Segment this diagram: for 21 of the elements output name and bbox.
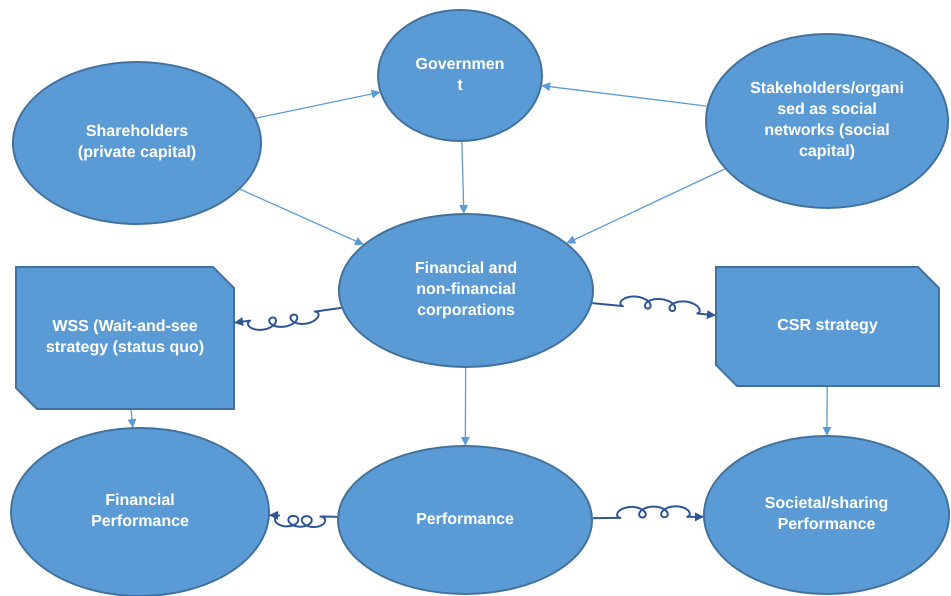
arrow <box>541 82 707 107</box>
node-label: Stakeholders/organised as social networks (social capital) <box>749 79 905 162</box>
arrow <box>822 387 832 436</box>
node-label: Performance <box>415 510 515 530</box>
node-label: Societal/sharing Performance <box>764 494 890 535</box>
curly-arrow <box>269 510 338 528</box>
arrow <box>460 368 470 446</box>
arrow <box>256 90 381 119</box>
node-label: WSS (Wait-and-see strategy (status quo) <box>45 317 205 358</box>
node-label: Government <box>415 54 505 96</box>
node-label: CSR strategy <box>776 316 879 336</box>
arrow <box>128 410 136 428</box>
arrow <box>240 188 364 246</box>
node-label: Financial and non-financial corporations <box>414 259 518 321</box>
node-label: Financial Performance <box>90 491 190 532</box>
curly-arrow <box>234 306 342 331</box>
arrow <box>566 168 726 244</box>
arrow <box>459 142 468 214</box>
curly-arrow <box>592 505 704 522</box>
curly-arrow <box>592 296 716 319</box>
node-label: Shareholders (private capital) <box>77 122 197 163</box>
